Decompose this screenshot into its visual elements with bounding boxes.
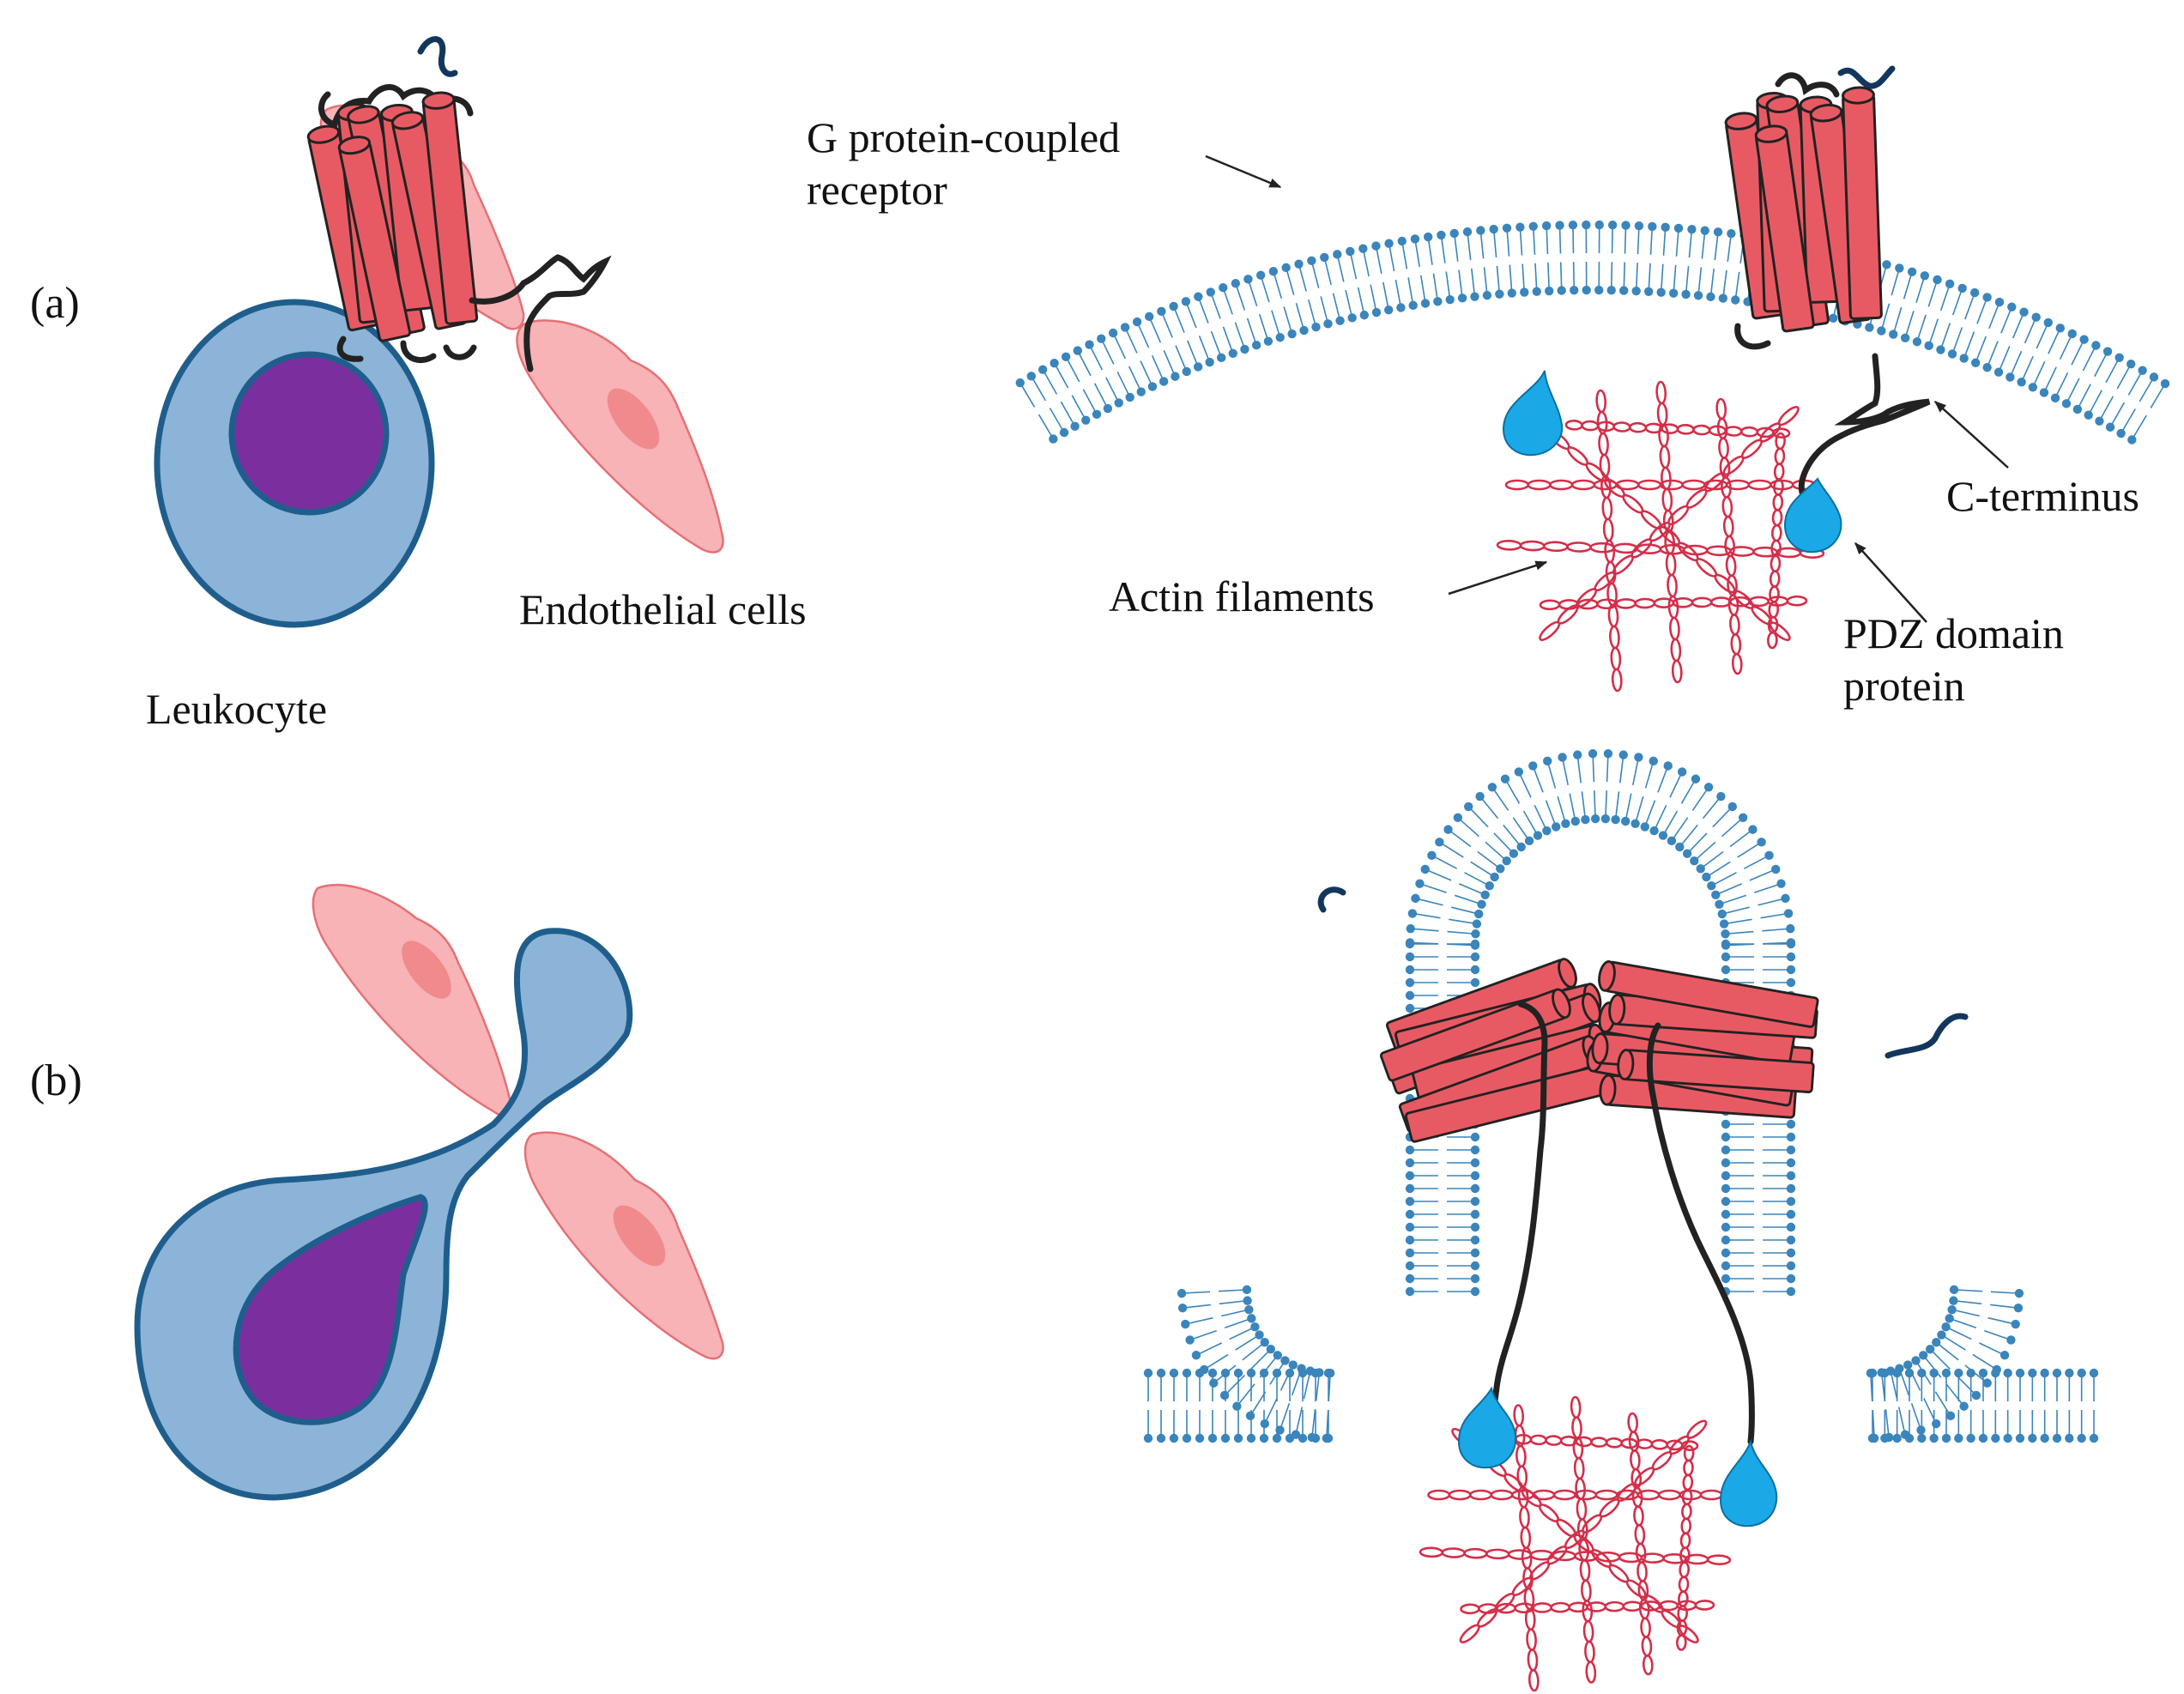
- c-terminus-label: C-terminus: [1946, 472, 2139, 520]
- endothelial-cell-b-bottom: [523, 1131, 724, 1360]
- gpcr-label-line1: G protein-coupled: [807, 113, 1121, 161]
- pdz-label-line2: protein: [1843, 662, 1965, 710]
- leukocyte-b: [134, 928, 633, 1501]
- panel-label-a: (a): [30, 279, 80, 328]
- endothelial-cells-label: Endothelial cells: [519, 585, 807, 633]
- gpcr-receptor-a-right: [1724, 65, 1931, 505]
- pdz-label: PDZ domain protein: [1843, 608, 2064, 712]
- gpcr-arrow: [1205, 154, 1282, 189]
- c-terminus-arrow: [1933, 401, 2009, 469]
- c-terminus-tail-a-right: [1798, 353, 1931, 505]
- panel-label-b: (b): [30, 1056, 82, 1105]
- pdz-domain-protein-b-left: [1457, 1386, 1517, 1469]
- pdz-domain-protein-a-left: [1502, 370, 1564, 457]
- pdz-domain-protein-b-right: [1719, 1438, 1778, 1528]
- leukocyte-a: [154, 299, 435, 628]
- actin-arrow: [1448, 560, 1548, 596]
- gpcr-receptor-b-right: [1586, 960, 1969, 1445]
- actin-filaments-label: Actin filaments: [1109, 572, 1375, 620]
- pdz-domain-protein-a-right: [1783, 477, 1842, 554]
- actin-filaments-a: [1496, 380, 1825, 693]
- membrane-top: [1015, 220, 2170, 445]
- pdz-arrow: [1854, 541, 1927, 623]
- c-terminus-tail-a-left: [469, 254, 612, 372]
- endothelial-cell-b-top: [312, 884, 512, 1116]
- gpcr-label: G protein-coupled receptor: [807, 112, 1120, 216]
- gpcr-label-line2: receptor: [807, 166, 947, 214]
- pdz-label-line1: PDZ domain: [1843, 609, 2064, 657]
- endothelial-cell-a-bottom: [516, 319, 724, 554]
- leukocyte-label: Leukocyte: [146, 685, 328, 733]
- gpcr-receptor-a-left: [306, 36, 612, 372]
